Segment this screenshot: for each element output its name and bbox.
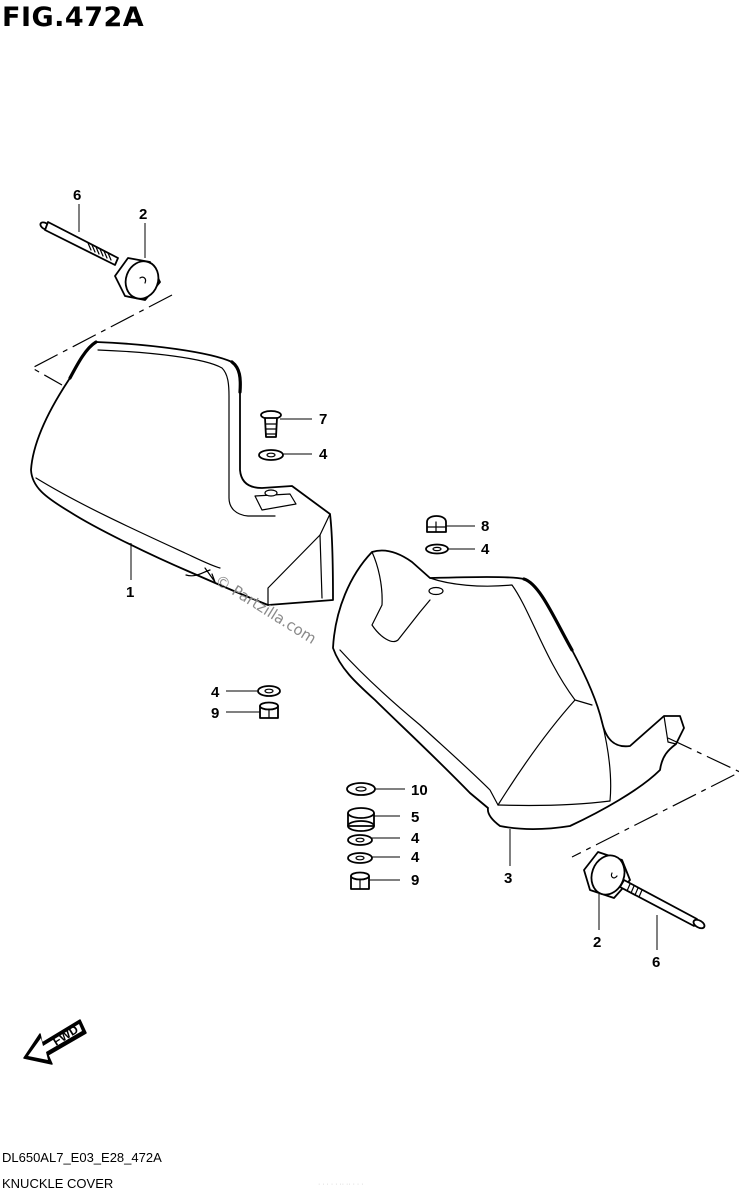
right-knuckle-cover: [332, 549, 685, 830]
callout-2-lower: 2: [593, 934, 601, 951]
bar-end-weight-upper: [114, 257, 161, 301]
callout-9-stack: 9: [411, 872, 419, 889]
faint-footer-note: · · · · · ·· ·· · · ·: [318, 1181, 364, 1188]
callout-6-lower: 6: [652, 954, 660, 971]
callout-1: 1: [126, 584, 134, 601]
callout-4-stack-1: 4: [411, 830, 420, 847]
callout-8: 8: [481, 518, 489, 535]
screw: [260, 410, 282, 438]
washer-lower-left: [257, 685, 281, 697]
callout-2-upper: 2: [139, 206, 147, 223]
callout-7: 7: [319, 411, 327, 428]
nut-stack: [350, 871, 370, 890]
callout-6-upper: 6: [73, 187, 81, 204]
callout-4-upper-right: 4: [481, 541, 490, 558]
assembly-line-right: [571, 737, 739, 858]
callout-9-lower-left: 9: [211, 705, 219, 722]
callout-4-upper-left: 4: [319, 446, 328, 463]
washer-stack-1: [347, 834, 373, 846]
washer-stack-2: [347, 852, 373, 864]
assembly-line-left: [30, 294, 173, 386]
leader-lines: [78, 204, 658, 950]
callout-4-lower-left: 4: [211, 684, 220, 701]
diagram-code: DL650AL7_E03_E28_472A: [2, 1150, 162, 1165]
spacer: [347, 807, 375, 832]
forward-direction-arrow: FWD: [23, 1019, 87, 1065]
washer-upper-left: [258, 449, 284, 461]
diagram-caption: KNUCKLE COVER: [2, 1176, 114, 1191]
cap-nut: [426, 515, 447, 533]
callout-4-stack-2: 4: [411, 849, 420, 866]
figure-title: FIG.472A: [2, 2, 145, 33]
callout-5: 5: [411, 809, 419, 826]
callout-3: 3: [504, 870, 512, 887]
washer-upper-right: [425, 543, 449, 555]
nut-lower-left: [259, 701, 279, 719]
long-bolt-upper: [39, 221, 119, 266]
left-knuckle-cover: [30, 340, 334, 606]
callout-labels: 6 2 7 4 1 8 4 4 9 10 5 4 4 9 3 2 6: [73, 187, 660, 971]
bar-end-weight-lower: [583, 851, 631, 899]
long-bolt-lower: [619, 879, 706, 930]
washer-large: [346, 782, 376, 796]
callout-10: 10: [411, 782, 428, 799]
